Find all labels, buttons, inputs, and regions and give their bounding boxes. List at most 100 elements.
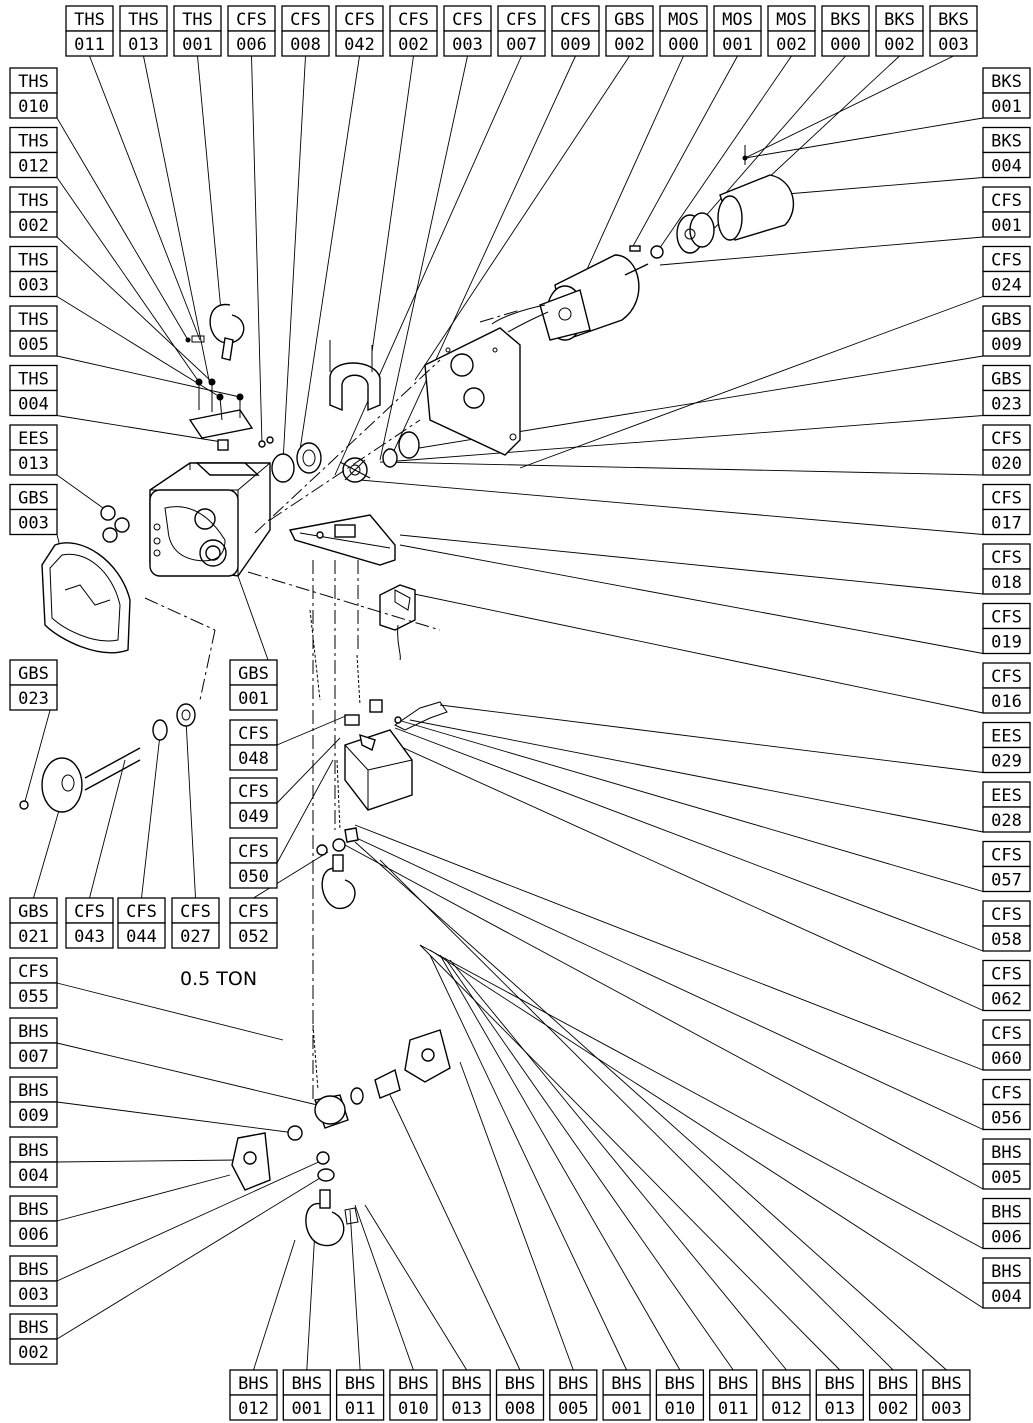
part-number: 012	[238, 1399, 269, 1419]
part-number: 062	[991, 990, 1022, 1010]
part-group-code: BHS	[18, 1141, 49, 1161]
leader-line	[379, 461, 984, 476]
bottom-hook-block	[231, 1029, 451, 1247]
part-number: 002	[614, 35, 645, 55]
part-number: 004	[18, 1166, 49, 1186]
leader-line	[689, 55, 846, 235]
part-group-code: THS	[18, 251, 49, 271]
part-number: 004	[991, 157, 1022, 177]
part-group-code: THS	[18, 191, 49, 211]
leader-line	[656, 55, 792, 253]
leader-line	[631, 55, 738, 249]
part-number: 007	[18, 1047, 49, 1067]
part-group-code: THS	[74, 10, 105, 30]
part-group-code: CFS	[991, 965, 1022, 985]
part-number: 010	[398, 1399, 429, 1419]
leader-line	[56, 1174, 231, 1222]
part-group-code: GBS	[18, 489, 49, 509]
part-group-code: BHS	[18, 1318, 49, 1338]
leader-line	[56, 1159, 324, 1282]
part-group-code: CFS	[991, 667, 1022, 687]
leader-line	[56, 1177, 321, 1340]
part-number: 006	[236, 35, 267, 55]
part-group-code: CFS	[238, 842, 269, 862]
part-label-right-3: CFS 024	[982, 245, 1031, 298]
part-group-code: BHS	[238, 1374, 269, 1394]
leader-line	[56, 1101, 296, 1134]
gearbox-housing	[149, 462, 271, 577]
leader-line	[744, 55, 954, 159]
part-number: 019	[991, 633, 1022, 653]
leader-line	[56, 117, 189, 341]
part-number: 049	[238, 807, 269, 827]
leader-line	[251, 55, 263, 445]
part-group-code: CFS	[991, 548, 1022, 568]
part-number: 012	[771, 1399, 802, 1419]
cable-glands	[100, 505, 130, 543]
part-number: 011	[74, 35, 105, 55]
part-group-code: GBS	[991, 310, 1022, 330]
control-box	[379, 584, 416, 661]
part-number: 002	[18, 216, 49, 236]
part-group-code: BHS	[18, 1260, 49, 1280]
part-group-code: BHS	[665, 1374, 696, 1394]
leader-line	[364, 1204, 468, 1371]
part-group-code: CFS	[238, 902, 269, 922]
leader-line	[143, 55, 211, 386]
part-number: 008	[290, 35, 321, 55]
part-label-bottom-0: BHS 012	[229, 1369, 278, 1421]
part-group-code: CFS	[74, 902, 105, 922]
part-number: 013	[128, 35, 159, 55]
part-group-code: CFS	[991, 489, 1022, 509]
part-group-code: BHS	[771, 1374, 802, 1394]
part-group-code: CFS	[18, 962, 49, 982]
part-group-code: BHS	[718, 1374, 749, 1394]
part-number: 024	[991, 276, 1022, 296]
leader-line	[253, 1239, 296, 1371]
part-label-left-2: THS 002	[9, 186, 58, 238]
leader-line	[354, 1204, 414, 1371]
leader-line	[419, 944, 841, 1371]
part-group-code: CFS	[991, 251, 1022, 271]
part-group-code: THS	[18, 370, 49, 390]
leader-line	[371, 55, 414, 353]
part-number: 023	[991, 395, 1022, 415]
gearbox-cover-gasket	[41, 542, 131, 654]
part-group-code: CFS	[991, 429, 1022, 449]
part-group-code: CFS	[560, 10, 591, 30]
part-group-code: CFS	[991, 191, 1022, 211]
part-group-code: CFS	[344, 10, 375, 30]
capacity-caption: 0.5 TON	[180, 968, 257, 990]
part-label-mid-13: BHS 004	[9, 1136, 58, 1188]
part-number: 013	[18, 454, 49, 474]
leader-line	[419, 944, 984, 1249]
part-group-code: BHS	[991, 1143, 1022, 1163]
part-number: 057	[991, 871, 1022, 891]
leader-line	[56, 1042, 331, 1109]
saddle-bracket	[329, 340, 381, 412]
leader-line	[384, 415, 984, 463]
